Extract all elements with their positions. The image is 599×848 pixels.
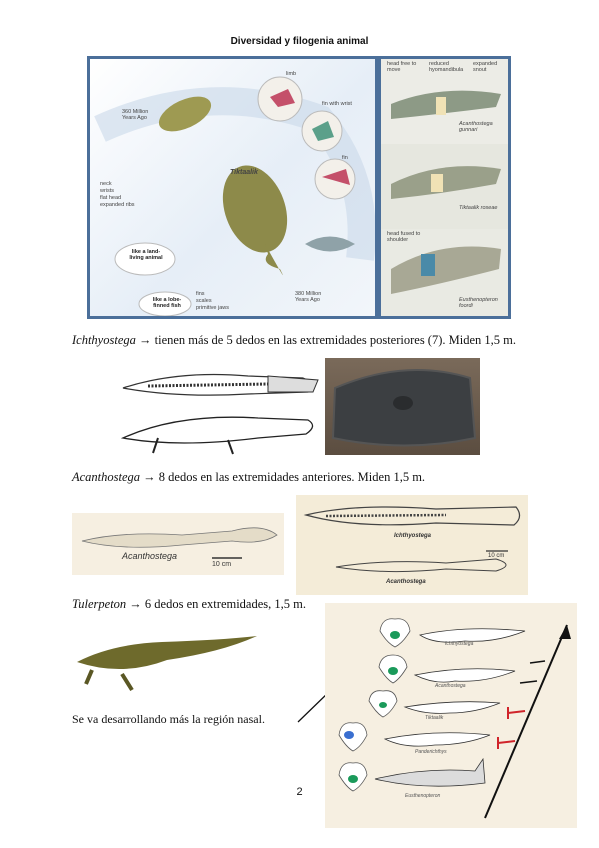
tulerpeton-svg — [77, 636, 257, 692]
fossil-svg — [331, 369, 477, 447]
ichthyostega-drawings-svg — [120, 373, 319, 455]
nasal-text: Se va desarrollando más la región nasal. — [72, 712, 265, 726]
fin-wrist-label: fin with wrist — [322, 101, 352, 107]
head-fused-label: head fused to shoulder — [387, 231, 421, 243]
page-header: Diversidad y filogenia animal — [230, 36, 369, 47]
ichthyostega-name: Ichthyostega — [72, 333, 136, 347]
red-bracket-1 — [507, 710, 526, 714]
scale-label: 10 cm — [212, 561, 232, 568]
mya-bottom-label: 380 Million Years Ago — [295, 291, 322, 303]
mya-top-label: 360 Million Years Ago — [122, 109, 149, 121]
eusthenopteron-label: Eusthenopteron foordi — [459, 297, 498, 309]
expanded-label: expanded snout — [473, 61, 498, 73]
tiktaalik-roseae-label: Tiktaalik roseae — [459, 205, 498, 211]
acanthostega-fossil-svg — [81, 527, 278, 559]
acanthostega-fossil-label: Acanthostega — [122, 551, 178, 561]
scale-label-2: 10 cm — [488, 553, 505, 559]
acanthostega-fossil: Acanthostega 10 cm — [72, 513, 284, 575]
land-animal-label: like a land-living animal — [129, 249, 163, 261]
acanthostega-skeleton-label: Acanthostega — [386, 579, 426, 585]
skeleton-comparison: Ichthyostega Acanthostega 10 cm — [296, 495, 528, 595]
phylo-label-2: Acanthostega — [435, 683, 466, 689]
phylo-label-3: Tiktaalik — [425, 715, 444, 721]
limb-label: limb — [286, 71, 297, 77]
fin-label: fin — [342, 155, 348, 161]
ichthyostega-desc: → tienen más de 5 dedos en las extremida… — [135, 333, 516, 347]
tulerpeton-name: Tulerpeton — [72, 597, 127, 611]
animal-outlines — [374, 628, 526, 787]
phylo-label-1: Ichthyostega — [445, 641, 474, 647]
fish-icon — [305, 236, 355, 252]
reduced-label: reduced hyomandibula — [429, 61, 464, 73]
skeleton-comparison-svg — [303, 506, 521, 573]
cladogram-main — [484, 624, 568, 819]
land-animal-icon — [158, 96, 212, 132]
tulerpeton-desc: → 6 dedos en extremidades, 1,5 m. — [126, 597, 306, 611]
comparison-illustration — [381, 59, 508, 316]
acanthostega-label: Acanthostega gunnari — [459, 121, 493, 133]
page-number: 2 — [296, 786, 303, 798]
ichthyostega-drawings — [118, 358, 322, 458]
head-free-label: head free to move — [387, 61, 417, 73]
tiktaalik-figure: 360 Million Years Ago Tiktaalik limb fin… — [87, 56, 511, 319]
phylo-label-5: Eusthenopteron — [405, 793, 441, 799]
tiktaalik-label: Tiktaalik — [230, 169, 258, 176]
evolution-panel: 360 Million Years Ago Tiktaalik limb fin… — [90, 59, 375, 316]
features-label: neck wrists flat head expanded ribs — [100, 181, 135, 208]
tulerpeton-illustration — [72, 622, 262, 700]
fossil-photo — [325, 358, 480, 455]
tulerpeton-line: Tulerpeton → 6 dedos en extremidades, 1,… — [72, 597, 306, 612]
phylogeny-figure: Ichthyostega Acanthostega Tiktaalik Pand… — [325, 603, 577, 828]
panel-divider — [375, 59, 381, 316]
comparison-panel: head free to move reduced hyomandibula e… — [381, 59, 508, 316]
lobe-fish-label: like a lobe-finned fish — [152, 297, 182, 309]
fish-features-label: fins scales primitive jaws — [196, 291, 230, 311]
phylogeny-svg — [338, 618, 571, 819]
evolution-illustration — [94, 76, 375, 316]
acanthostega-name: Acanthostega — [72, 470, 141, 484]
red-bracket-2 — [497, 740, 516, 744]
acanthostega-line: Acanthostega → 8 dedos en las extremidad… — [72, 470, 425, 485]
skull-icons — [338, 618, 411, 792]
ichthyostega-line: Ichthyostega → tienen más de 5 dedos en … — [72, 333, 516, 348]
acanthostega-desc: → 8 dedos en las extremidades anteriores… — [140, 470, 426, 484]
phylo-label-4: Panderichthys — [415, 749, 447, 755]
tiktaalik-body — [222, 165, 288, 253]
ichthyostega-label: Ichthyostega — [394, 533, 432, 539]
